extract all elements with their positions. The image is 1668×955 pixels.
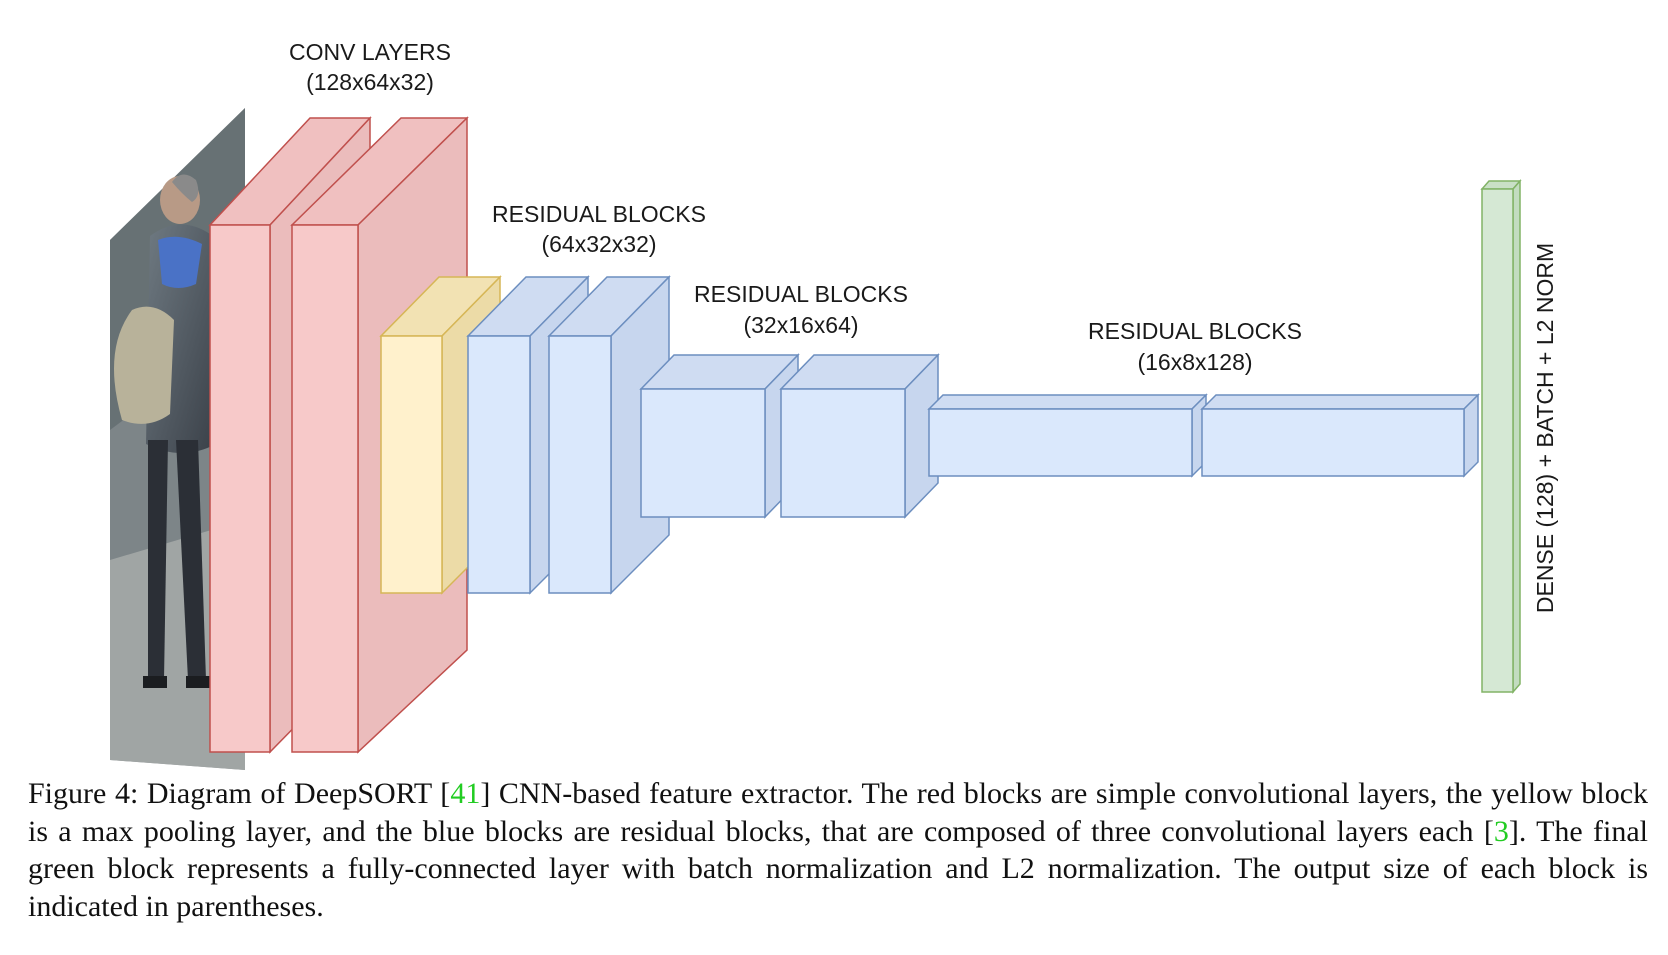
caption-prefix: Figure 4: Diagram of DeepSORT [ xyxy=(28,777,451,810)
res1-label-size: (64x32x32) xyxy=(541,231,656,257)
residual-block-3a xyxy=(927,393,1208,478)
dense-label: DENSE (128) + BATCH + L2 NORM xyxy=(1532,243,1558,613)
residual-block-1b xyxy=(547,275,671,595)
figure-caption: Figure 4: Diagram of DeepSORT [41] CNN-b… xyxy=(28,775,1648,925)
res2-label-title: RESIDUAL BLOCKS xyxy=(694,281,908,307)
residual-block-2a xyxy=(639,353,800,519)
conv-label-size: (128x64x32) xyxy=(306,69,434,95)
residual-block-3b xyxy=(1200,393,1480,478)
dense-block xyxy=(1480,179,1522,694)
caption-part-2: ] CNN-based feature extractor. The red b… xyxy=(28,777,1649,848)
conv-label-title: CONV LAYERS xyxy=(289,39,451,65)
res2-label-size: (32x16x64) xyxy=(743,312,858,338)
res3-label-title: RESIDUAL BLOCKS xyxy=(1088,318,1302,344)
citation-41-link[interactable]: 41 xyxy=(450,777,481,810)
residual-block-2b xyxy=(779,353,940,519)
res3-label-size: (16x8x128) xyxy=(1137,349,1252,375)
deepsort-diagram: CONV LAYERS (128x64x32) RESIDUAL BLOCKS … xyxy=(110,39,1558,770)
citation-3-link[interactable]: 3 xyxy=(1493,814,1509,848)
res1-label-title: RESIDUAL BLOCKS xyxy=(492,201,706,227)
caption-part-3: ]. The final green block represents a fu… xyxy=(28,814,1648,923)
